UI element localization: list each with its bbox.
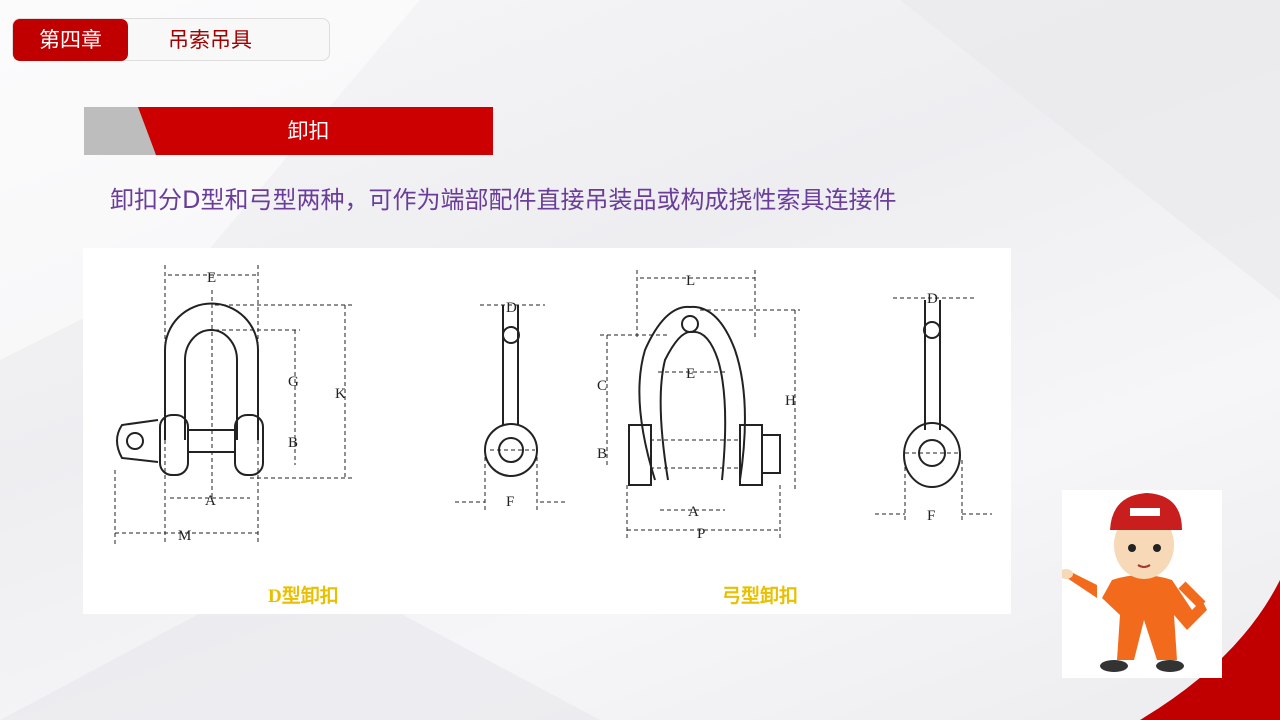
red-swoosh — [1140, 580, 1280, 720]
section-title: 卸扣 — [287, 119, 330, 143]
label-A: A — [688, 504, 699, 520]
label-B: B — [288, 435, 298, 451]
chapter-header: 第四章 吊索吊具 — [12, 18, 330, 61]
label-E: E — [207, 270, 216, 286]
label-G: G — [288, 374, 299, 390]
label-P: P — [697, 526, 705, 542]
label-D: D — [506, 300, 517, 316]
label-A: A — [205, 493, 216, 509]
chapter-number: 第四章 — [13, 19, 128, 61]
mascot-worker-illustration — [1059, 490, 1222, 678]
label-F: F — [506, 494, 514, 510]
label-M: M — [178, 528, 191, 544]
d-shackle-front — [114, 265, 355, 545]
label-K: K — [335, 386, 346, 402]
caption-bow-shackle: 弓型卸扣 — [722, 584, 798, 607]
label-B: B — [597, 446, 607, 462]
bow-shackle-front — [600, 270, 800, 540]
label-E: E — [686, 366, 695, 382]
section-title-bar: 卸扣 — [84, 107, 493, 155]
label-C: C — [597, 378, 607, 394]
bow-shackle-side — [875, 297, 992, 520]
label-L: L — [686, 273, 695, 289]
label-D: D — [927, 291, 938, 307]
d-shackle-side — [455, 304, 565, 510]
caption-d-shackle: D型卸扣 — [268, 584, 339, 607]
description-text: 卸扣分D型和弓型两种，可作为端部配件直接吊装品或构成挠性索具连接件 — [110, 186, 897, 214]
chapter-title: 吊索吊具 — [168, 28, 252, 52]
label-F: F — [927, 508, 935, 524]
label-H: H — [785, 393, 796, 409]
shackle-diagram: E G K B A M D F — [83, 248, 1011, 614]
